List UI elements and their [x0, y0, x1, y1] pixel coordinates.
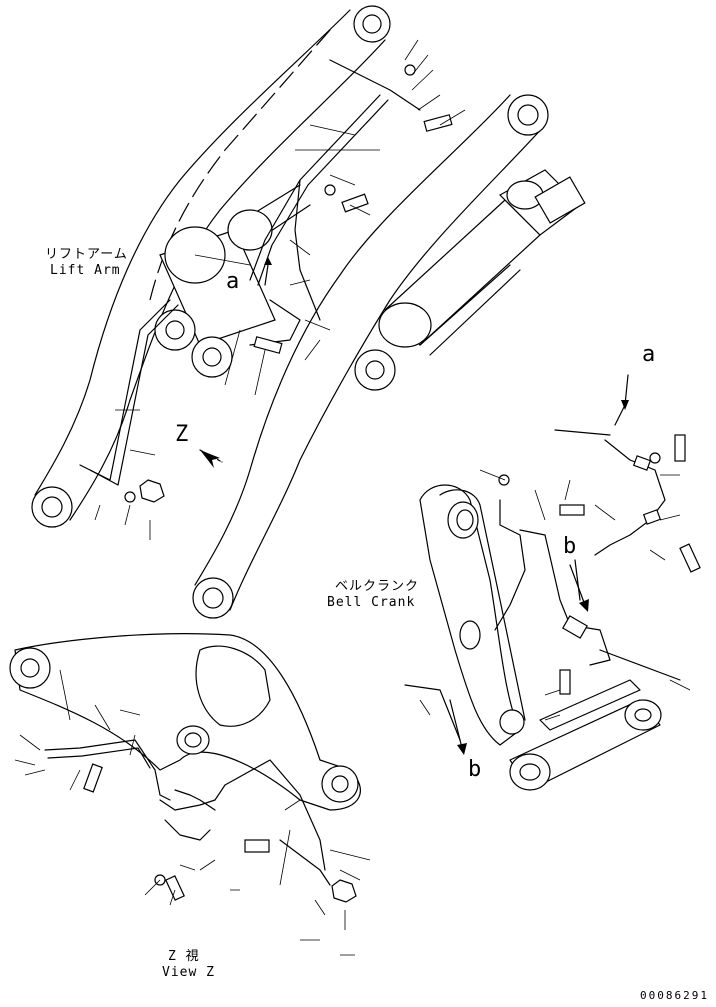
lift-arm-pipes	[79, 59, 421, 486]
tilt-cylinder-link	[509, 649, 681, 791]
lift-cylinder-left	[154, 184, 311, 378]
ref-b-upper-label: b	[563, 534, 577, 559]
bell-crank-label-jp: ベルクランク	[335, 579, 420, 594]
lift-arm-right	[192, 94, 549, 619]
lift-arm-label-jp: リフトアーム	[45, 247, 128, 262]
ref-z-label: Z	[175, 422, 189, 447]
ref-arrows	[264, 257, 629, 755]
leader-lines-top	[94, 39, 466, 540]
bell-crank-harness	[404, 404, 666, 741]
document-number: 00086291	[640, 989, 709, 1002]
leader-lines-bottom	[14, 669, 371, 956]
bell-crank-label-en: Bell Crank	[327, 595, 416, 610]
bell-crank	[419, 484, 526, 746]
view-z-label-jp: Z 視	[168, 949, 200, 964]
ref-b-lower-label: b	[468, 757, 482, 782]
ref-a-top-label: a	[226, 269, 240, 294]
ref-a-right-label: a	[642, 342, 656, 367]
view-z-drawing	[9, 633, 361, 886]
hardware-bolts	[83, 64, 701, 903]
leader-lines-right	[419, 469, 691, 721]
view-z-arrow	[199, 449, 223, 468]
lift-arm-left	[31, 5, 391, 528]
lift-arm-label-en: Lift Arm	[50, 263, 121, 278]
lift-cylinder-right	[354, 169, 586, 391]
view-z-label-en: View Z	[162, 965, 215, 980]
